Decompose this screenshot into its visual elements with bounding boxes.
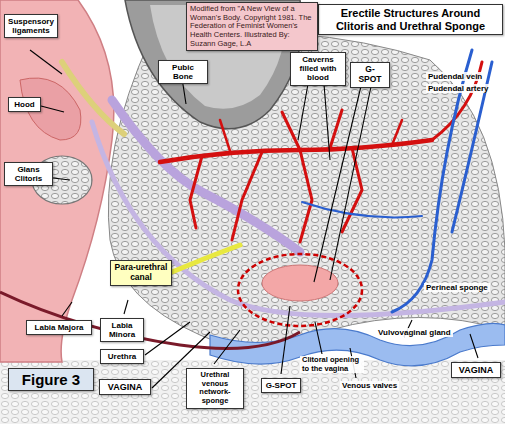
figure-number-box: Figure 3 [8,368,94,391]
part-label-box: Pubic Bone [158,60,208,84]
leader-lines-part [41,106,64,112]
label-text: Urethra [104,352,140,361]
title-box: Erectile Structures Around Clitoris and … [318,4,503,35]
title-text: Erectile Structures Around Clitoris and … [322,7,499,32]
part-label-box: VAGINA [451,362,501,378]
leader-lines-part [214,330,240,364]
para-urethral-canal-part [172,245,240,272]
label-text: Modified from "A New View of a Woman's B… [190,5,314,48]
g-spot-zone-part [262,265,338,301]
para-urethral-canal [172,245,240,272]
leader-lines-part [470,334,478,358]
part-label: Vulvovaginal gland [376,328,453,337]
sponge-tissue-part [0,360,505,424]
veins-part [302,202,422,217]
part-label-box: Urethra [100,349,144,364]
credit-box: Modified from "A New View of a Woman's B… [186,2,318,51]
leader-lines-part [314,82,362,282]
g-spot-zone [238,254,362,326]
label-text: Hood [12,100,37,109]
part-label: Venous valves [340,381,399,390]
part-label-box: Suspensory ligaments [4,14,58,38]
arteries-part [342,148,362,232]
label-text: G-SPOT [265,381,297,390]
label-text: Suspensory ligaments [8,17,54,35]
arteries-part [392,120,402,145]
leader-lines [30,50,478,388]
leader-lines-part [62,302,72,316]
part-label: Pudendal vein [426,72,484,81]
part-label-box: G-SPOT [261,378,301,393]
arteries-part [220,120,230,151]
leader-lines-part [145,322,190,355]
g-spot-zone-part [238,254,362,326]
leader-lines-part [315,322,322,354]
label-text: Caverns filled with blood [294,55,342,83]
part-label-box: Urethral venous network-sponge [186,368,244,409]
label-text: Figure 3 [12,371,90,388]
label-text: Urethral venous network-sponge [190,371,240,406]
label-text: Pubic Bone [162,63,204,81]
arteries-part [282,112,300,150]
label-text: Glans Clitoris [8,165,49,183]
part-label-box: Hood [8,97,41,112]
arteries-part [232,152,262,240]
leader-lines-part [53,178,70,180]
leader-lines-part [330,82,372,280]
part-label-box: Labia Minora [100,318,144,342]
part-label-box: VAGINA [99,379,151,395]
label-text: G-SPOT [354,65,386,85]
arteries-part [300,150,312,242]
label-text: VAGINA [455,365,497,375]
vaginal-wall [0,292,300,348]
label-text: Para-urethral canal [114,263,168,283]
label-text: Labia Majora [30,323,88,332]
arteries-part [190,156,202,228]
labia-region-part [0,0,114,362]
part-label-box: G-SPOT [350,62,390,88]
part-label: Clitoral opening to the vagina [300,356,364,373]
label-text: VAGINA [103,382,147,392]
labia-region [0,0,114,362]
part-label-box: Para-urethral canal [110,260,172,286]
sponge-tissue-part [108,32,505,346]
leader-lines-part [124,300,128,314]
leader-lines-part [298,84,308,140]
leader-lines-part [281,306,290,374]
part-label: Perineal sponge [424,283,490,292]
label-text: Labia Minora [104,321,140,339]
leader-lines-part [30,50,62,74]
part-label: Pudendal artery [426,84,490,93]
purple-bands-part [92,122,505,316]
arteries-part [330,110,342,148]
part-label-box: Labia Majora [26,320,92,335]
part-label-box: Caverns filled with blood [290,52,346,86]
vaginal-wall-part [0,292,300,348]
purple-bands-part [112,100,300,252]
part-label-box: Glans Clitoris [4,162,53,186]
leader-lines-part [324,84,330,160]
